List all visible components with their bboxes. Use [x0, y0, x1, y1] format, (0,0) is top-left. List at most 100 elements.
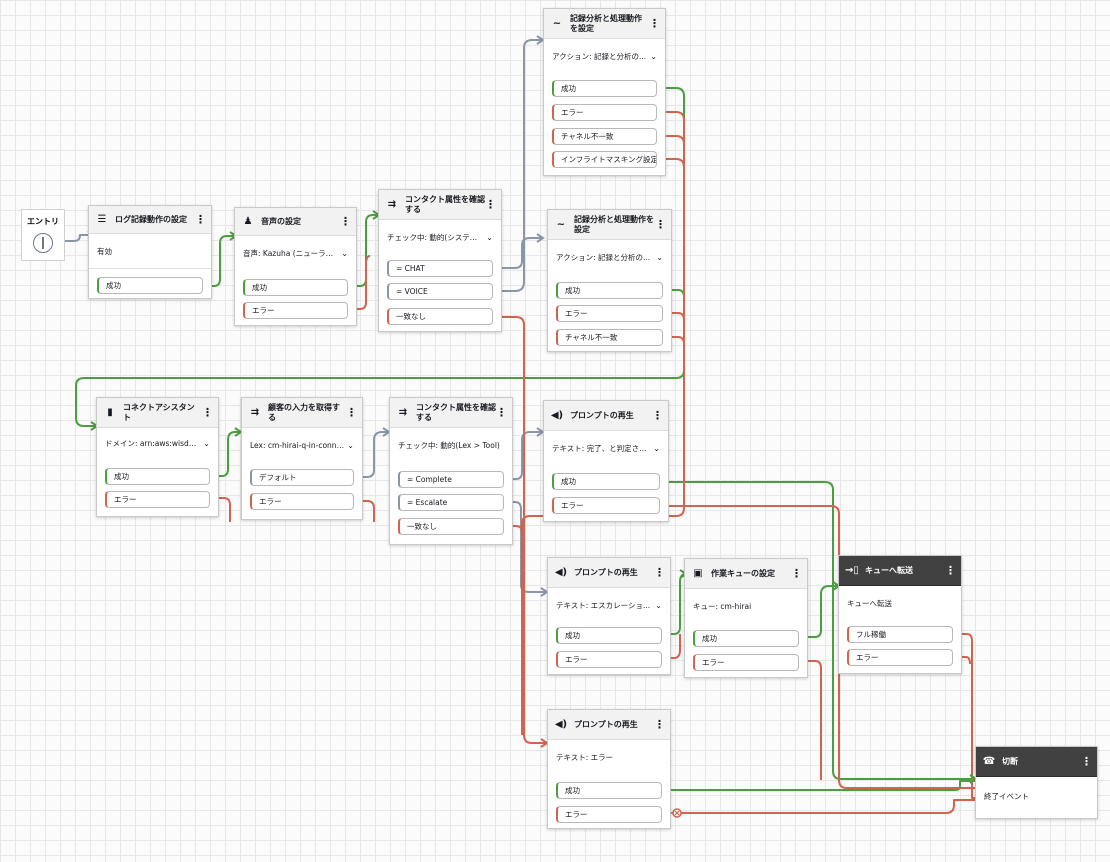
kebab-menu-icon[interactable]: ⋮ [1081, 754, 1092, 768]
branch-success[interactable]: 成功 [693, 630, 799, 647]
chevron-down-icon[interactable]: ⌄ [347, 440, 354, 450]
branch-error[interactable]: エラー [847, 649, 953, 666]
kebab-menu-icon[interactable]: ⋮ [496, 405, 507, 419]
block-title: 記録分析と処理動作を設定 [574, 214, 654, 234]
entry-label: エントリ [27, 217, 59, 226]
block-subtitle: キュー: cm-hirai [693, 601, 752, 611]
block-play-prompt-2[interactable]: ◀) プロンプトの再生 ⋮ テキスト: エスカレーショ...⌄ 成功 エラー [547, 557, 671, 675]
block-subtitle: テキスト: 完了、と判定さ... [552, 443, 647, 453]
block-subtitle: アクション: 記録と分析の... [552, 51, 647, 61]
chevron-down-icon[interactable]: ⌄ [655, 600, 662, 610]
log-settings-icon: ☰ [97, 213, 107, 225]
branch-error[interactable]: エラー [693, 654, 799, 671]
chevron-down-icon[interactable]: ⌄ [653, 443, 660, 453]
speaker-icon: ◀) [550, 409, 564, 421]
branch-error[interactable]: エラー [552, 104, 657, 121]
kebab-menu-icon[interactable]: ⋮ [791, 566, 802, 580]
block-analytics-2[interactable]: ~ 記録分析と処理動作を設定 ⋮ アクション: 記録と分析の...⌄ 成功 エラ… [547, 209, 672, 352]
block-title: コネクトアシスタント [123, 402, 195, 422]
block-title: キューへ転送 [865, 565, 913, 575]
queue-icon: ▣ [693, 567, 703, 579]
chevron-down-icon[interactable]: ⌄ [650, 51, 657, 61]
block-title: プロンプトの再生 [574, 719, 638, 729]
branch-voice[interactable]: = VOICE [387, 283, 493, 300]
branch-success[interactable]: 成功 [97, 277, 203, 294]
block-subtitle: チェック中: 動的(システム... [387, 232, 484, 242]
chevron-down-icon[interactable]: ⌄ [486, 232, 493, 242]
block-subtitle: アクション: 記録と分析の... [556, 252, 651, 262]
branch-masking[interactable]: インフライトマスキング設定... [552, 151, 657, 168]
book-icon: ▮ [107, 406, 113, 418]
entry-point[interactable]: エントリ [21, 209, 65, 261]
branch-success[interactable]: 成功 [552, 80, 657, 97]
voice-settings-icon: ♟ [243, 215, 253, 227]
block-play-prompt-3[interactable]: ◀) プロンプトの再生 ⋮ テキスト: エラー 成功 エラー [547, 709, 671, 829]
branch-at-capacity[interactable]: フル稼働 [847, 626, 953, 643]
branch-error[interactable]: エラー [552, 497, 660, 514]
block-subtitle: テキスト: エラー [556, 752, 614, 762]
block-title: 音声の設定 [261, 216, 301, 226]
block-subtitle: ドメイン: arn:aws:wisdom... [105, 438, 201, 448]
block-connect-assistant[interactable]: ▮ コネクトアシスタント ⋮ ドメイン: arn:aws:wisdom...⌄ … [96, 397, 219, 517]
kebab-menu-icon[interactable]: ⋮ [485, 197, 496, 211]
block-title: コンタクト属性を確認する [405, 194, 485, 214]
block-subtitle: 有効 [97, 246, 112, 256]
block-disconnect[interactable]: ☎ 切断 ⋮ 終了イベント [975, 746, 1098, 819]
branch-error[interactable]: エラー [556, 305, 663, 322]
branch-success[interactable]: 成功 [556, 282, 663, 299]
branch-channel-mismatch[interactable]: チャネル不一致 [556, 329, 663, 346]
kebab-menu-icon[interactable]: ⋮ [195, 212, 206, 226]
kebab-menu-icon[interactable]: ⋮ [655, 217, 666, 231]
branch-channel-mismatch[interactable]: チャネル不一致 [552, 128, 657, 145]
branch-no-match[interactable]: 一致なし [398, 518, 504, 535]
chevron-down-icon[interactable]: ⌄ [656, 252, 663, 262]
block-transfer-to-queue[interactable]: →▯ キューへ転送 ⋮ キューへ転送 フル稼働 エラー [838, 555, 962, 674]
kebab-menu-icon[interactable]: ⋮ [649, 16, 660, 30]
branch-success[interactable]: 成功 [556, 782, 662, 799]
block-play-prompt-1[interactable]: ◀) プロンプトの再生 ⋮ テキスト: 完了、と判定さ...⌄ 成功 エラー [543, 400, 669, 522]
entry-circle-icon [33, 233, 53, 253]
branch-success[interactable]: 成功 [243, 279, 348, 296]
block-title: プロンプトの再生 [574, 567, 638, 577]
kebab-menu-icon[interactable]: ⋮ [654, 565, 665, 579]
block-set-working-queue[interactable]: ▣ 作業キューの設定 ⋮ キュー: cm-hirai 成功 エラー [684, 558, 808, 678]
block-title: 記録分析と処理動作を設定 [570, 13, 642, 33]
branch-error[interactable]: エラー [556, 806, 662, 823]
analytics-icon: ~ [552, 17, 562, 29]
customer-input-icon: ⇉ [250, 406, 260, 418]
kebab-menu-icon[interactable]: ⋮ [202, 405, 213, 419]
branch-chat[interactable]: = CHAT [387, 260, 493, 277]
chevron-down-icon[interactable]: ⌄ [341, 248, 348, 258]
branch-escalate[interactable]: = Escalate [398, 494, 504, 511]
kebab-menu-icon[interactable]: ⋮ [346, 405, 357, 419]
kebab-menu-icon[interactable]: ⋮ [340, 214, 351, 228]
block-title: コンタクト属性を確認する [416, 402, 496, 422]
branch-complete[interactable]: = Complete [398, 471, 504, 488]
block-logging[interactable]: ☰ ログ記録動作の設定 ⋮ 有効 成功 [88, 205, 212, 299]
block-check-attributes-1[interactable]: ⇉ コンタクト属性を確認する ⋮ チェック中: 動的(システム...⌄ = CH… [378, 189, 502, 332]
branch-default[interactable]: デフォルト [250, 469, 354, 486]
branch-error[interactable]: エラー [243, 302, 348, 319]
block-title: 切断 [1002, 756, 1018, 766]
branch-no-match[interactable]: 一致なし [387, 308, 493, 325]
speaker-icon: ◀) [554, 566, 568, 578]
block-analytics-1[interactable]: ~ 記録分析と処理動作を設定 ⋮ アクション: 記録と分析の...⌄ 成功 エラ… [543, 8, 666, 176]
branch-error[interactable]: エラー [250, 493, 354, 510]
kebab-menu-icon[interactable]: ⋮ [654, 717, 665, 731]
branch-success[interactable]: 成功 [105, 468, 210, 485]
check-attributes-icon: ⇉ [387, 198, 397, 210]
block-get-customer-input[interactable]: ⇉ 顧客の入力を取得する ⋮ Lex: cm-hirai-q-in-connec… [241, 397, 363, 520]
speaker-icon: ◀) [554, 718, 568, 730]
branch-error[interactable]: エラー [105, 491, 210, 508]
block-check-attributes-2[interactable]: ⇉ コンタクト属性を確認する ⋮ チェック中: 動的(Lex > Tool) =… [389, 397, 513, 545]
branch-error[interactable]: エラー [556, 651, 662, 668]
kebab-menu-icon[interactable]: ⋮ [652, 408, 663, 422]
branch-success[interactable]: 成功 [556, 627, 662, 644]
block-title: 顧客の入力を取得する [268, 402, 340, 422]
block-voice[interactable]: ♟ 音声の設定 ⋮ 音声: Kazuha (ニューラル...⌄ 成功 エラー [234, 207, 357, 326]
block-title: ログ記録動作の設定 [115, 214, 187, 224]
chevron-down-icon[interactable]: ⌄ [203, 438, 210, 448]
branch-success[interactable]: 成功 [552, 473, 660, 490]
block-subtitle: キューへ転送 [847, 598, 892, 608]
kebab-menu-icon[interactable]: ⋮ [945, 563, 956, 577]
